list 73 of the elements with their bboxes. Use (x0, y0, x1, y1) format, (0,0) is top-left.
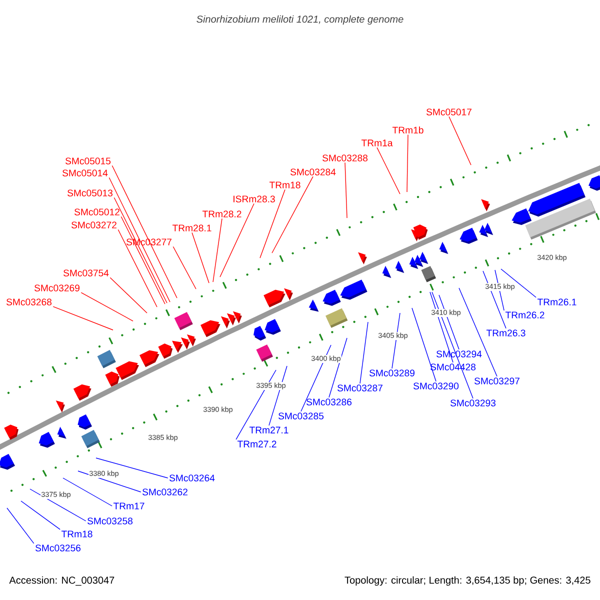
gene-label: SMc03268 (6, 298, 52, 306)
leader-line (482, 270, 506, 329)
gene-label: TRm18 (269, 182, 300, 188)
leader-line (172, 246, 196, 290)
gene-label: SMc03285 (278, 412, 324, 420)
gene-label: SMc03262 (142, 488, 188, 496)
gene-label: SMc03272 (72, 222, 116, 228)
leader-line (112, 165, 178, 298)
leader-line (110, 277, 148, 314)
title: Sinorhizobium meliloti 1021, complete genome (196, 15, 404, 25)
leader-line (268, 366, 288, 426)
leader-line (114, 197, 168, 304)
gene-label: TRm28.1 (172, 224, 212, 232)
gene-label: TRm27.2 (237, 440, 276, 448)
leader-line (272, 176, 314, 254)
leader-line (212, 218, 222, 282)
leader-line (448, 116, 472, 166)
gene-label: SMc05012 (74, 208, 120, 216)
leader-line (108, 177, 170, 302)
leader-line (376, 147, 400, 194)
leader-line (52, 306, 114, 330)
gene-label: SMc05017 (426, 108, 472, 116)
leader-line (344, 162, 348, 218)
gene-label: TRm18 (61, 530, 92, 538)
accession-text: Accession: NC_003047 (9, 576, 114, 586)
gene-label: SMc03293 (450, 400, 496, 406)
leader-line (220, 203, 254, 278)
gene-label: TRm1a (361, 140, 393, 146)
gene-label: SMc03258 (88, 518, 133, 524)
leader-line (360, 322, 368, 384)
leader-line (192, 232, 210, 284)
leader-line (30, 488, 86, 522)
leader-line (328, 338, 348, 398)
leader-line (96, 458, 168, 478)
leader-line (6, 508, 34, 544)
leader-line (300, 344, 332, 412)
gene-label: SMc03264 (170, 474, 215, 482)
leader-line (120, 216, 166, 304)
gene-label: SMc03256 (36, 544, 80, 552)
leader-line (80, 292, 134, 322)
gene-label: SMc05014 (62, 170, 108, 176)
gene-label: SMc03289 (370, 370, 414, 376)
gene-label: SMc03269 (34, 284, 80, 292)
gene-label: TRm26.2 (505, 312, 544, 318)
gene-label: SMc03297 (474, 378, 520, 384)
leader-line (20, 500, 60, 530)
leader-line (432, 292, 474, 399)
gene-label: TRm27.1 (249, 426, 288, 434)
leader-line (458, 288, 498, 377)
gene-label: TRm26.3 (486, 330, 526, 336)
leader-line (406, 134, 408, 192)
gene-label: SMc03754 (64, 270, 109, 276)
gene-label: TRm17 (113, 502, 144, 510)
gene-label: SMc03284 (290, 168, 336, 176)
leader-line (392, 312, 400, 369)
leader-line (500, 268, 536, 298)
gene-label: TRm28.2 (202, 210, 242, 218)
leader-line (118, 229, 158, 308)
gene-label: SMc05013 (68, 190, 112, 196)
leader-line (430, 292, 454, 363)
gene-label: SMc03286 (306, 398, 352, 406)
gene-label: TRm26.1 (537, 298, 576, 306)
leader-line (62, 478, 112, 506)
gene-label: SMc03290 (414, 382, 459, 390)
genome-info-text: Topology: circular; Length: 3,654,135 bp; Genes: 3,425 (344, 576, 590, 586)
gene-label: SMc03288 (322, 154, 368, 162)
leader-line (412, 308, 436, 382)
gene-label: SMc05015 (66, 158, 111, 164)
gene-label: TRm1b (392, 126, 424, 134)
leader-line (260, 189, 286, 258)
gene-label: SMc03287 (338, 384, 382, 392)
gene-label: ISRm28.3 (234, 196, 275, 202)
leader-line (236, 370, 276, 440)
